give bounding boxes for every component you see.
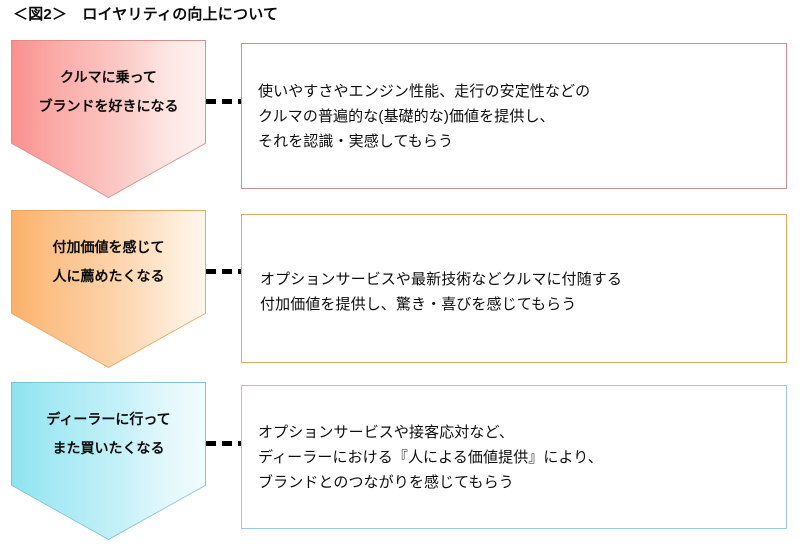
stage-3-arrow-shape[interactable] [12,383,205,539]
dashed-line-icon [206,269,242,274]
stage-3-description-line-2: ディーラーにおける『人による価値提供』により、 [258,448,603,466]
stage-1-description-box: 使いやすさやエンジン性能、走行の安定性などの クルマの普遍的な(基礎的な)価値を… [241,43,787,189]
stage-3-description-lines: オプションサービスや接客応対など、 ディーラーにおける『人による価値提供』により… [256,420,772,495]
stage-1-description-lines: 使いやすさやエンジン性能、走行の安定性などの クルマの普遍的な(基礎的な)価値を… [256,79,772,154]
stage-1-connector [206,99,242,104]
dashed-line-icon [206,99,242,104]
stage-2-description-line-2: 付加価値を提供し、驚き・喜びを感じてもらう [260,295,577,313]
stage-1-arrow-shape[interactable] [12,41,205,197]
stage-1-description-line-1: 使いやすさやエンジン性能、走行の安定性などの [258,82,591,100]
stage-2-arrow-shape[interactable] [12,211,205,367]
stage-3-description-box: オプションサービスや接客応対など、 ディーラーにおける『人による価値提供』により… [241,385,787,529]
stage-3-description-line-1: オプションサービスや接客応対など、 [258,423,514,441]
stage-3-connector [206,441,242,446]
flow-row-stage-2: 付加価値を感じて 人に薦めたくなる オプションサービスや最新技術などクルマに付随… [0,210,805,369]
dashed-line-icon [206,441,242,446]
stage-2-description-line-1: オプションサービスや最新技術などクルマに付随する [260,270,622,288]
stage-2-description-box: オプションサービスや最新技術などクルマに付随する 付加価値を提供し、驚き・喜びを… [241,214,787,363]
stage-2-connector [206,269,242,274]
flow-row-stage-1: クルマに乗って ブランドを好きになる 使いやすさやエンジン性能、走行の安定性など… [0,40,805,199]
flow-row-stage-3: ディーラーに行って また買いたくなる オプションサービスや接客応対など、 ディー… [0,382,805,541]
page-title: ＜図2＞ ロイヤリティの向上について [13,6,279,23]
stage-3-description-line-3: ブランドとのつながりを感じてもらう [258,473,514,491]
stage-1-description-line-2: クルマの普遍的な(基礎的な)価値を提供し、 [258,107,555,125]
stage-1-description-line-3: それを認識・実感してもらう [258,132,454,150]
stage-2-description-lines: オプションサービスや最新技術などクルマに付随する 付加価値を提供し、驚き・喜びを… [256,267,772,317]
